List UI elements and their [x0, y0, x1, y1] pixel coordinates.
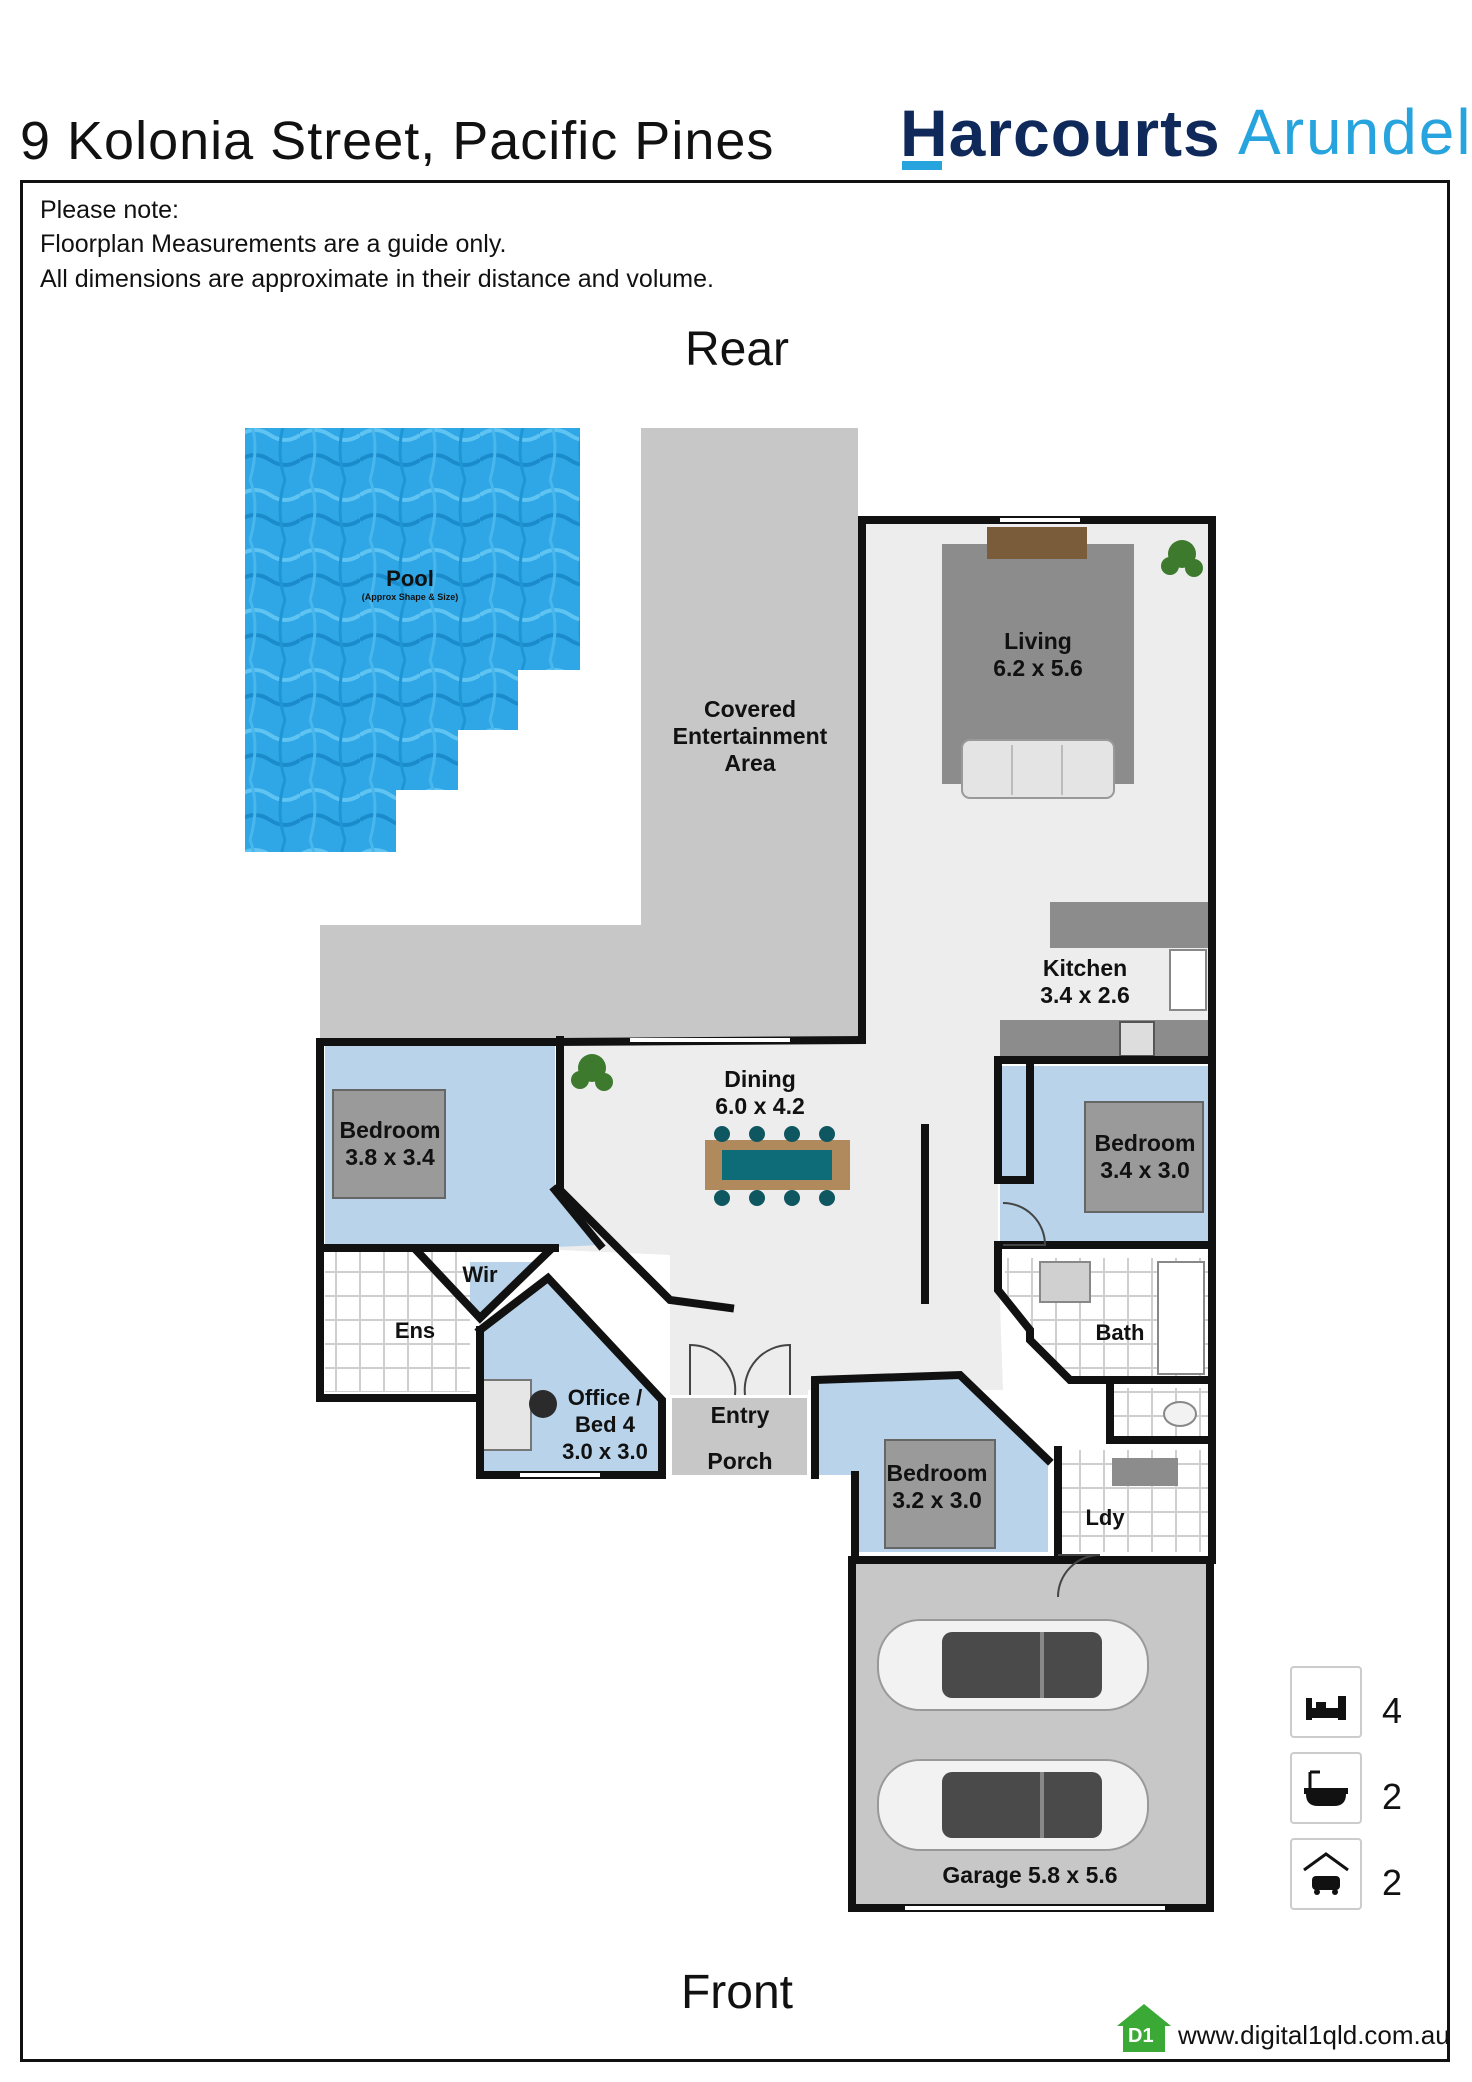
- ens-label: Ens: [394, 1318, 436, 1343]
- bedroom-left-label: Bedroom 3.8 x 3.4: [339, 1117, 441, 1170]
- note-line-dimensions: All dimensions are approximate in their …: [40, 265, 714, 293]
- pool-label: Pool (Approx Shape & Size): [361, 566, 459, 602]
- garage-label: Garage 5.8 x 5.6: [942, 1862, 1118, 1888]
- porch-label: Porch: [707, 1448, 773, 1474]
- brand-underline: [902, 161, 942, 170]
- office-desk: [482, 1379, 532, 1451]
- car-2: [877, 1759, 1149, 1851]
- covered-area-label: Covered Entertainment Area: [672, 696, 828, 776]
- walls: [316, 516, 1216, 1912]
- tv-unit: [987, 527, 1087, 559]
- page-title: 9 Kolonia Street, Pacific Pines: [20, 111, 775, 171]
- bed-right: [1084, 1101, 1204, 1213]
- bed-left: [332, 1089, 446, 1199]
- front-label: Front: [680, 1966, 794, 2019]
- stat-garage-value: 2: [1382, 1862, 1403, 1903]
- bed-icon: [1306, 1696, 1346, 1720]
- stat-bathrooms-value: 2: [1382, 1776, 1403, 1817]
- stat-bedrooms: [1290, 1666, 1362, 1738]
- brand-primary: Harcourts: [900, 96, 1221, 170]
- floorplan-frame: [20, 180, 1450, 2062]
- kitchen-bench-bottom: [1000, 1020, 1210, 1060]
- covered-entertainment-area: [320, 428, 858, 1038]
- plant-living: [1161, 540, 1203, 577]
- garage-icon: [1303, 1852, 1349, 1895]
- office-label: Office / Bed 4 3.0 x 3.0: [562, 1385, 648, 1464]
- cooktop: [1119, 1021, 1155, 1057]
- pool-area: [245, 428, 580, 852]
- digital1-logo: D1: [1115, 2002, 1173, 2059]
- bathtub-icon: [1304, 1770, 1348, 1806]
- note-heading: Please note:: [40, 196, 179, 224]
- sink: [1169, 949, 1207, 1011]
- wir-label: Wir: [462, 1262, 498, 1287]
- kitchen-bench-top: [1050, 902, 1208, 948]
- vanity: [1039, 1261, 1091, 1303]
- stat-bedrooms-value: 4: [1382, 1690, 1403, 1731]
- car-1: [877, 1619, 1149, 1711]
- rear-label: Rear: [684, 323, 790, 376]
- ldy-label: Ldy: [1085, 1505, 1125, 1530]
- bedroom-front-label: Bedroom 3.2 x 3.0: [886, 1460, 988, 1513]
- stat-garage: [1290, 1838, 1362, 1910]
- brand-secondary: Arundel: [1238, 96, 1472, 168]
- bed-front: [884, 1439, 996, 1549]
- digital1-logo-text: D1: [1128, 2025, 1154, 2047]
- entry-label: Entry: [710, 1402, 770, 1428]
- footer-url[interactable]: www.digital1qld.com.au: [1178, 2020, 1450, 2050]
- kitchen-label: Kitchen 3.4 x 2.6: [1040, 955, 1130, 1008]
- bathtub: [1157, 1261, 1205, 1375]
- plant-dining: [571, 1054, 613, 1091]
- living-label: Living 6.2 x 5.6: [993, 628, 1083, 681]
- sofa: [961, 739, 1115, 799]
- dining-label: Dining 6.0 x 4.2: [715, 1066, 805, 1119]
- garage-floor: [852, 1560, 1210, 1905]
- ensuite-floor: [325, 1252, 470, 1392]
- note-line-measurements: Floorplan Measurements are a guide only.: [40, 230, 507, 258]
- entry-porch: [672, 1398, 807, 1475]
- stat-bathrooms: [1290, 1752, 1362, 1824]
- bath-label: Bath: [1095, 1320, 1145, 1345]
- bedroom-right-label: Bedroom 3.4 x 3.0: [1094, 1130, 1196, 1183]
